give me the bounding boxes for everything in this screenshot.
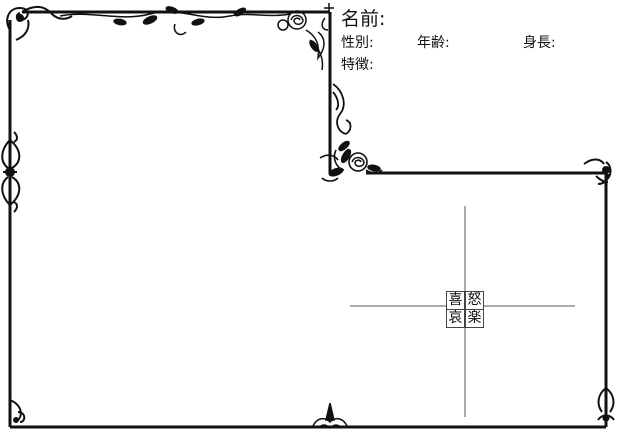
top-left-corner-ornament <box>6 6 73 41</box>
emotion-sorrow-label: 哀 <box>446 309 465 328</box>
age-label: 年齢: <box>417 35 450 51</box>
sex-label: 性別: <box>341 35 374 51</box>
lower-panel-top-right-ornament <box>583 158 612 185</box>
traits-label: 特徴: <box>341 57 374 73</box>
bottom-right-corner-ornament <box>597 387 615 422</box>
height-label: 身長: <box>523 35 556 51</box>
bottom-left-corner-ornament <box>9 399 26 423</box>
bottom-center-finial <box>311 402 349 430</box>
top-vine-ornament <box>59 6 291 36</box>
frame-border <box>8 10 608 429</box>
left-side-ornament <box>1 131 21 213</box>
rose-ornament-inner-corner <box>319 148 383 182</box>
emotion-anger-label: 怒 <box>465 291 484 310</box>
right-edge-vine-ornament <box>332 83 352 152</box>
emotion-joy-label: 喜 <box>446 291 465 310</box>
name-label: 名前: <box>341 8 386 30</box>
emotion-pleasure-label: 楽 <box>465 309 484 328</box>
top-right-finial <box>321 3 334 31</box>
rose-ornament-top <box>277 10 325 71</box>
